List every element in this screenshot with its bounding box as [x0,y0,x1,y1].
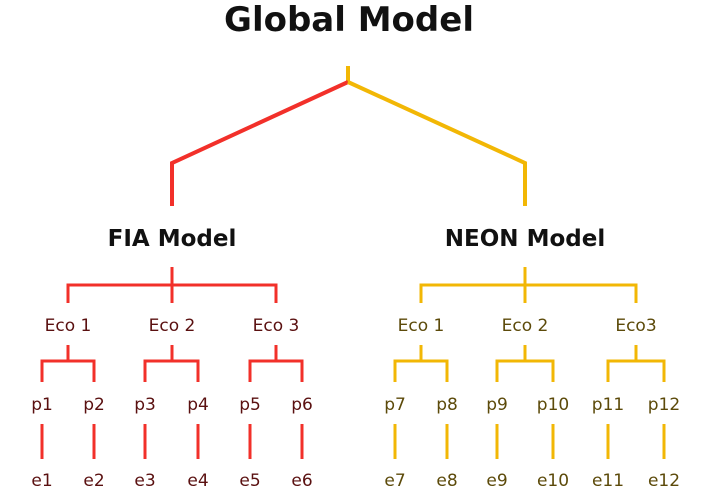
eco-bracket [66,283,278,303]
plot-bracket [495,359,555,382]
root-to-fia-connector [170,80,349,206]
plot-label: p9 [486,395,508,415]
model-label: FIA Model [108,226,237,252]
plot-bracket [393,359,449,382]
plot-label: p5 [239,395,261,415]
entity-label: e8 [436,471,457,491]
eco-label: Eco 1 [45,316,92,336]
plot-label: p12 [648,395,680,415]
plot-label: p8 [436,395,458,415]
plot-label: p6 [291,395,313,415]
diagram-title: Global Model [224,0,474,40]
plot-label: p11 [592,395,624,415]
eco-label: Eco 2 [502,316,549,336]
entity-label: e6 [291,471,312,491]
eco-label: Eco 2 [149,316,196,336]
entity-label: e12 [648,471,680,491]
plot-bracket [40,359,96,382]
plot-label: p7 [384,395,406,415]
eco-label: Eco3 [615,316,656,336]
entity-label: e5 [239,471,260,491]
eco-label: Eco 3 [253,316,300,336]
entity-label: e11 [592,471,624,491]
entity-label: e10 [537,471,569,491]
entity-label: e7 [384,471,405,491]
entity-label: e4 [187,471,208,491]
plot-label: p10 [537,395,569,415]
entity-label: e3 [134,471,155,491]
model-label: NEON Model [445,226,605,252]
plot-label: p3 [134,395,156,415]
root-to-neon-connector [347,80,527,206]
plot-bracket [143,359,200,382]
entity-label: e2 [83,471,104,491]
entity-label: e9 [486,471,507,491]
plot-bracket [606,359,666,382]
plot-label: p2 [83,395,105,415]
entity-label: e1 [31,471,52,491]
plot-label: p4 [187,395,209,415]
eco-bracket [419,283,638,303]
plot-bracket [248,359,304,382]
plot-label: p1 [31,395,53,415]
eco-label: Eco 1 [398,316,445,336]
